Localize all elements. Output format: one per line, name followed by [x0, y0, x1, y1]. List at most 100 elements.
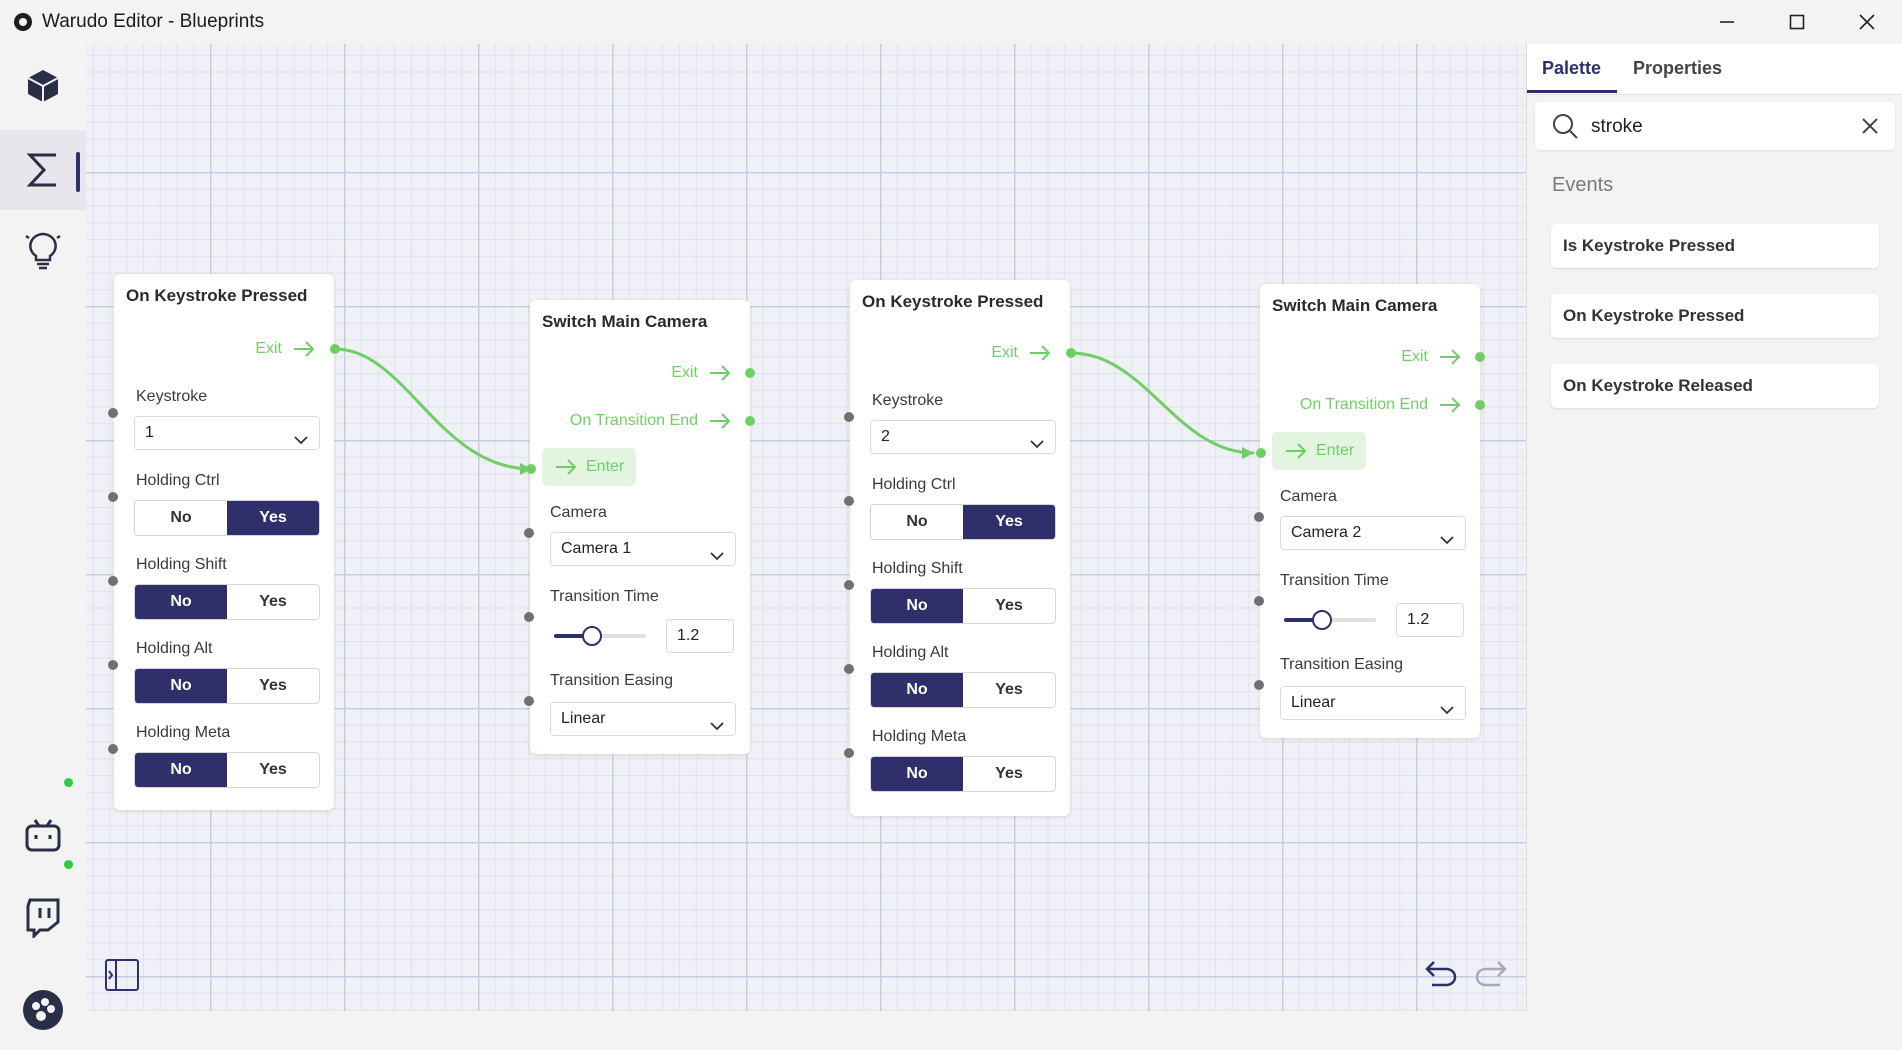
bilibili-button[interactable]: [0, 796, 86, 876]
palette-item-on-keystroke-pressed[interactable]: On Keystroke Pressed: [1551, 294, 1879, 338]
exit-output-port[interactable]: [1066, 348, 1076, 358]
maximize-icon: [1789, 14, 1805, 30]
maximize-button[interactable]: [1762, 0, 1832, 44]
tab-properties[interactable]: Properties: [1633, 58, 1723, 78]
transition-easing-select[interactable]: Linear: [1280, 686, 1466, 720]
chevron-down-icon: [1439, 526, 1455, 558]
twitch-button[interactable]: [0, 878, 86, 958]
arrow-right-icon: [1438, 396, 1462, 419]
keystroke-input-port[interactable]: [844, 412, 854, 422]
alt-yes-option[interactable]: Yes: [995, 681, 1023, 698]
chevron-down-icon: [1029, 430, 1045, 462]
warudo-menu-button[interactable]: [0, 970, 86, 1050]
ctrl-no-option[interactable]: No: [170, 509, 192, 526]
blueprint-canvas[interactable]: On Keystroke Pressed Exit Keystroke 1 Ho…: [86, 44, 1526, 1011]
transition-time-slider-thumb[interactable]: [1312, 610, 1332, 630]
exit-output-port[interactable]: [1475, 352, 1485, 362]
holding-shift-toggle[interactable]: No Yes: [134, 584, 320, 620]
node-on-keystroke-pressed-1[interactable]: On Keystroke Pressed Exit Keystroke 1 Ho…: [114, 274, 334, 810]
keystroke-select[interactable]: 2: [870, 420, 1056, 454]
ctrl-input-port[interactable]: [844, 496, 854, 506]
transition-easing-select[interactable]: Linear: [550, 702, 736, 736]
twitch-icon: [26, 898, 60, 938]
exit-output-port[interactable]: [745, 368, 755, 378]
keystroke-input-port[interactable]: [108, 408, 118, 418]
shift-yes-option[interactable]: Yes: [995, 597, 1023, 614]
alt-input-port[interactable]: [108, 660, 118, 670]
transition-time-slider-thumb[interactable]: [582, 626, 602, 646]
shift-yes-option[interactable]: Yes: [259, 593, 287, 610]
search-icon: [1553, 114, 1578, 139]
meta-yes-option[interactable]: Yes: [259, 761, 287, 778]
shift-input-port[interactable]: [108, 576, 118, 586]
holding-alt-toggle[interactable]: No Yes: [134, 668, 320, 704]
transition-easing-input-port[interactable]: [1254, 680, 1264, 690]
holding-alt-label: Holding Alt: [872, 644, 949, 661]
meta-input-port[interactable]: [108, 744, 118, 754]
transition-time-input-port[interactable]: [524, 612, 534, 622]
enter-input-port[interactable]: [1256, 448, 1266, 458]
camera-input-port[interactable]: [524, 528, 534, 538]
meta-no-option[interactable]: No: [871, 757, 963, 791]
enter-port[interactable]: Enter: [1272, 432, 1367, 470]
holding-shift-toggle[interactable]: No Yes: [870, 588, 1056, 624]
alt-no-option[interactable]: No: [135, 669, 227, 703]
enter-port[interactable]: Enter: [542, 448, 637, 486]
palette-search[interactable]: [1535, 102, 1895, 150]
camera-select[interactable]: Camera 1: [550, 532, 736, 566]
palette-item-on-keystroke-released[interactable]: On Keystroke Released: [1551, 364, 1879, 408]
node-switch-main-camera-1[interactable]: Switch Main Camera Exit On Transition En…: [530, 300, 750, 754]
transition-end-output-port[interactable]: [745, 416, 755, 426]
transition-time-input-port[interactable]: [1254, 596, 1264, 606]
camera-label: Camera: [1280, 488, 1337, 505]
exit-port-label: Exit: [255, 340, 282, 357]
holding-meta-toggle[interactable]: No Yes: [134, 752, 320, 788]
shift-no-option[interactable]: No: [135, 585, 227, 619]
holding-alt-toggle[interactable]: No Yes: [870, 672, 1056, 708]
keystroke-select[interactable]: 1: [134, 416, 320, 450]
transition-time-input[interactable]: 1.2: [1396, 603, 1464, 637]
exit-output-port[interactable]: [330, 344, 340, 354]
ctrl-yes-option[interactable]: Yes: [227, 501, 319, 535]
transition-end-output-port[interactable]: [1475, 400, 1485, 410]
minimize-button[interactable]: [1692, 0, 1762, 44]
ctrl-no-option[interactable]: No: [906, 513, 928, 530]
transition-time-slider-fill: [554, 634, 592, 638]
clear-icon[interactable]: [1861, 117, 1879, 135]
meta-yes-option[interactable]: Yes: [995, 765, 1023, 782]
undo-button[interactable]: [1424, 958, 1458, 993]
camera-select[interactable]: Camera 2: [1280, 516, 1466, 550]
scene-button[interactable]: [0, 46, 86, 126]
tab-palette[interactable]: Palette: [1542, 58, 1602, 78]
alt-input-port[interactable]: [844, 664, 854, 674]
transition-easing-input-port[interactable]: [524, 696, 534, 706]
blueprints-button[interactable]: [0, 130, 86, 210]
arrow-right-icon: [556, 459, 577, 475]
alt-no-option[interactable]: No: [871, 673, 963, 707]
meta-input-port[interactable]: [844, 748, 854, 758]
meta-no-option[interactable]: No: [135, 753, 227, 787]
holding-ctrl-toggle[interactable]: No Yes: [134, 500, 320, 536]
ctrl-yes-option[interactable]: Yes: [963, 505, 1055, 539]
shift-no-option[interactable]: No: [871, 589, 963, 623]
close-button[interactable]: [1832, 0, 1902, 44]
search-input[interactable]: [1589, 110, 1843, 144]
idea-bulb-icon: [25, 232, 61, 270]
camera-input-port[interactable]: [1254, 512, 1264, 522]
palette-item-is-keystroke-pressed[interactable]: Is Keystroke Pressed: [1551, 224, 1879, 268]
holding-meta-toggle[interactable]: No Yes: [870, 756, 1056, 792]
alt-yes-option[interactable]: Yes: [259, 677, 287, 694]
ideas-button[interactable]: [0, 210, 86, 290]
arrow-right-icon: [1286, 443, 1307, 459]
node-on-keystroke-pressed-2[interactable]: On Keystroke Pressed Exit Keystroke 2 Ho…: [850, 280, 1070, 816]
ctrl-input-port[interactable]: [108, 492, 118, 502]
keystroke-value: 2: [881, 428, 890, 445]
transition-time-input[interactable]: 1.2: [666, 619, 734, 653]
holding-ctrl-toggle[interactable]: No Yes: [870, 504, 1056, 540]
enter-input-port[interactable]: [526, 464, 536, 474]
redo-button[interactable]: [1474, 958, 1508, 993]
node-switch-main-camera-2[interactable]: Switch Main Camera Exit On Transition En…: [1260, 284, 1480, 738]
shift-input-port[interactable]: [844, 580, 854, 590]
toggle-sidebar-button[interactable]: [104, 958, 140, 997]
camera-label: Camera: [550, 504, 607, 521]
